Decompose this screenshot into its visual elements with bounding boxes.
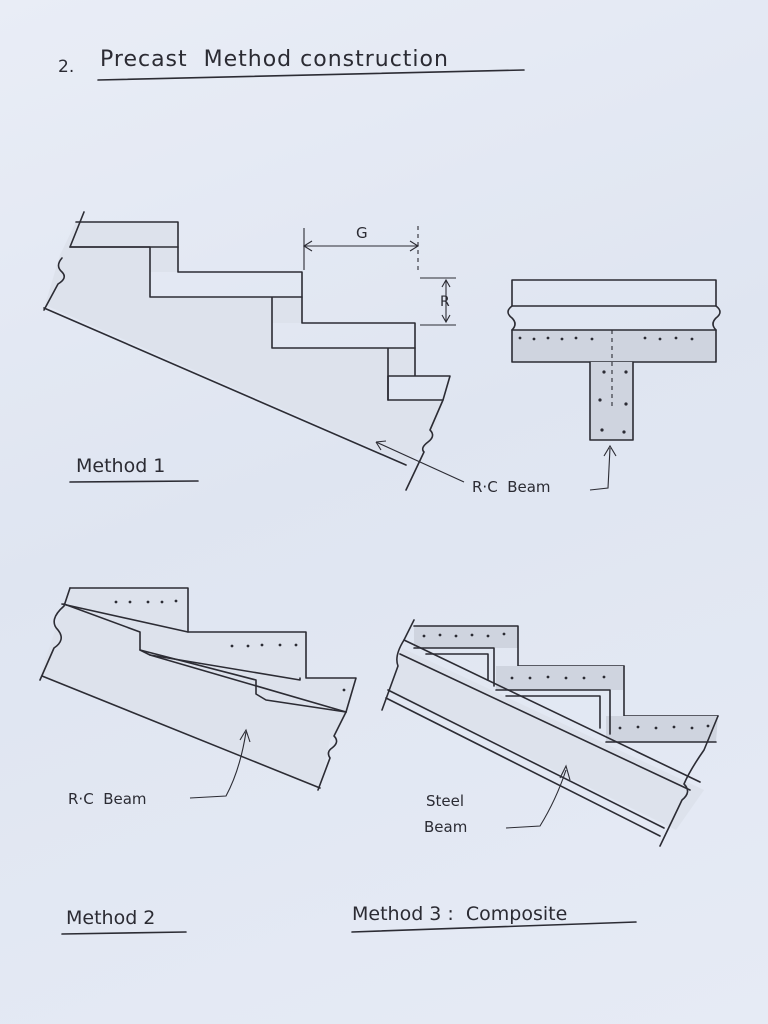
m2-beam-label: R·C Beam	[68, 790, 147, 808]
m3-break-left	[381, 619, 415, 711]
m2-slab-shade	[40, 590, 356, 788]
m1-section-rebar-dots	[518, 336, 694, 434]
m3-steel-beam-fill	[390, 648, 704, 830]
m2-precast-step-2	[139, 649, 347, 713]
m1-section-flange	[512, 330, 716, 362]
m3-rebar-dots	[422, 632, 710, 730]
m2-beam-top	[149, 654, 347, 713]
m2-precast-step-1	[63, 603, 301, 681]
m2-caption-text: Method 2	[66, 907, 155, 929]
m2-break-left	[39, 587, 71, 681]
m3-tread-unit-2-outline	[623, 665, 719, 717]
method-2-caption: Method 2	[61, 907, 187, 935]
m1-beam-leader: R·C Beam	[375, 440, 617, 496]
m2-precast-step-3	[61, 603, 189, 633]
m3-steel-beam-bottom	[387, 689, 665, 829]
m3-steel-beam-top	[403, 639, 701, 783]
m1-caption-text: Method 1	[76, 455, 165, 477]
m2-soffit	[41, 675, 321, 789]
title-number: 2.	[58, 57, 74, 77]
m2-beam-leader: R·C Beam	[68, 728, 251, 808]
m1-break-left	[43, 257, 66, 311]
m1-dim-rise-arrow-top	[441, 278, 451, 288]
m1-dim-rise-label: R	[440, 294, 450, 310]
m1-section-web-outline	[589, 361, 634, 441]
method-1-diagram: G R	[43, 211, 456, 491]
title-text: Precast Method construction	[100, 47, 449, 72]
m1-section-web	[590, 362, 633, 440]
m1-dim-rise-arrow-bottom	[441, 314, 451, 324]
m3-steel-beam-flange	[399, 653, 691, 791]
method-1-caption: Method 1	[69, 455, 199, 483]
m3-steel-beam-bottom-2	[385, 697, 661, 837]
m1-break-right	[405, 399, 444, 491]
method-3-caption: Method 3 : Composite	[351, 903, 637, 933]
m1-top-edge	[69, 211, 179, 248]
m1-beam-label: R·C Beam	[472, 478, 551, 496]
m3-riser-blocks	[413, 647, 717, 743]
title-underline	[97, 69, 525, 81]
m1-dim-rise-ext	[420, 277, 456, 326]
m3-tread-unit-2	[496, 666, 624, 690]
m1-slab-shade	[45, 222, 443, 462]
page-title: 2. Precast Method construction	[58, 47, 525, 81]
m1-section-break-left	[507, 305, 516, 331]
method-2-diagram	[39, 587, 357, 791]
m3-caption-underline	[351, 921, 637, 933]
m2-rebar-dots	[114, 599, 346, 692]
m3-beam-label-line1: Steel	[426, 792, 464, 810]
method-3-diagram	[381, 619, 719, 847]
m3-tread-unit-3	[606, 716, 718, 742]
m1-soffit	[43, 307, 407, 466]
m1-section-flange-outline	[511, 329, 717, 363]
m1-section-break-right	[712, 305, 721, 331]
m3-beam-label-line2: Beam	[424, 818, 467, 836]
m1-dim-going-label: G	[356, 224, 368, 242]
m3-tread-unit-1	[414, 626, 518, 648]
method-1-section	[507, 279, 721, 441]
m1-section-tread	[511, 279, 717, 307]
m1-caption-underline	[69, 480, 199, 483]
m2-caption-underline	[61, 931, 187, 935]
m3-break-right	[659, 715, 719, 847]
m3-beam-leader: Steel Beam	[424, 764, 571, 836]
m3-caption-text: Method 3 : Composite	[352, 903, 567, 925]
m2-break-right	[317, 711, 347, 791]
m2-precast-top	[69, 587, 357, 713]
